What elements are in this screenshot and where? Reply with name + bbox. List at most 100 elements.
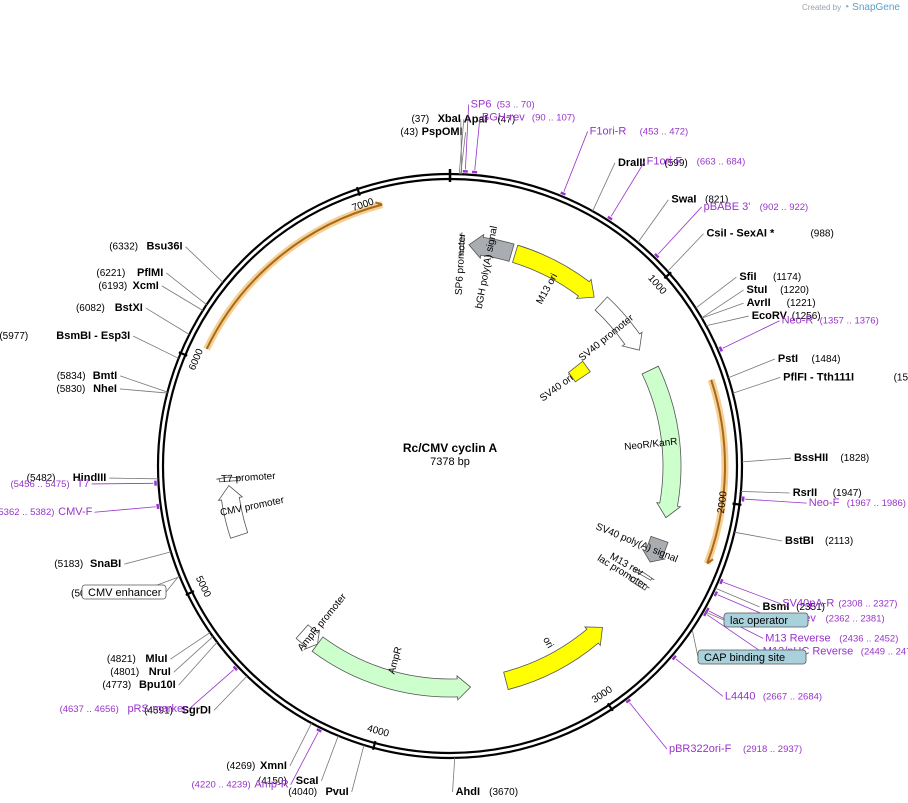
plasmid-name: Rc/CMV cyclin A [403, 441, 498, 455]
site-mlui: MluI(4821) [107, 653, 168, 665]
feature-m13-ori [512, 244, 595, 299]
primer-prs-marker: pRS-marker(4637 .. 4656) [60, 703, 187, 715]
feature-ori [503, 626, 603, 691]
site-position: (6193) [98, 281, 127, 292]
primer-range: (2667 .. 2684) [763, 691, 822, 702]
site-xcmi: XcmI(6193) [98, 280, 159, 292]
site-name: AvrII [747, 297, 771, 309]
orange-arc-1 [706, 379, 726, 564]
tick-6000 [178, 351, 188, 357]
primer-range: (2436 .. 2452) [839, 633, 898, 644]
site-leader-avrii [701, 302, 744, 319]
primer-neo-r: Neo-R(1357 .. 1376) [782, 315, 879, 327]
site-swai: SwaI(821) [671, 194, 728, 206]
site-name: PspOMI [422, 126, 463, 138]
site-ecorv: EcoRV(1256) [752, 310, 821, 322]
site-nhei: NheI(5830) [56, 383, 117, 395]
primer-range: (5362 .. 5382) [0, 507, 54, 518]
site-position: (1174) [773, 272, 801, 283]
feature-cmv-promoter [217, 484, 249, 539]
feature-label-sp6-promoter: SP6 promoter [454, 233, 468, 296]
credit-brand: SnapGene [852, 2, 900, 13]
tick-label-2000: 2000 [716, 490, 730, 514]
site-leader-pflfi-tth111i [732, 376, 781, 394]
site-position: (4269) [226, 761, 255, 772]
site-leader-swai [637, 199, 669, 243]
site-ahdi: AhdI(3670) [456, 786, 519, 798]
site-sgrdi: SgrDI(4591) [144, 704, 211, 716]
feature-sp6-promoter [459, 232, 465, 257]
site-position: (5977) [0, 331, 28, 342]
site-xmni: XmnI (4269) [226, 760, 287, 772]
site-leader-stui [701, 289, 744, 319]
primer-leader-l4440 [675, 658, 724, 697]
site-position: (6082) [76, 303, 105, 314]
site-name: XbaI [438, 113, 461, 125]
primer-range: (453 .. 472) [640, 126, 689, 137]
primer-name: CMV-F [58, 506, 93, 518]
site-bpu10i: Bpu10I (4773) [102, 679, 175, 691]
box-leader-lac-operator [704, 611, 725, 621]
primer-name: SP6 [471, 98, 492, 110]
site-name: Bpu10I [139, 679, 176, 691]
primer-range: (902 .. 922) [760, 202, 809, 213]
primer-leader-pbr322ori-f [629, 702, 668, 750]
site-name: PflMI [137, 267, 163, 279]
site-position: (1220) [780, 285, 809, 296]
site-apai: ApaI(47) [464, 113, 515, 125]
feature-ampr-promoter [295, 624, 321, 651]
site-leader-bsu36i [185, 246, 224, 283]
site-bsshii: BssHII(1828) [794, 452, 869, 464]
feature-ampr [311, 636, 472, 701]
site-position: (2113) [825, 536, 853, 547]
site-name: RsrII [793, 487, 817, 499]
tick-3000 [606, 702, 614, 712]
feature-bgh-poly-a-signal [468, 233, 515, 262]
site-name: SnaBI [90, 558, 121, 570]
primer-mark-prs-marker [232, 665, 238, 672]
primer-leader-prs-marker [188, 669, 235, 710]
primer-range: (2449 .. 2471) [861, 646, 908, 657]
site-name: XmnI [260, 760, 287, 772]
site-leader-rsrii [740, 491, 790, 494]
primer-l4440: L4440(2667 .. 2684) [725, 690, 822, 702]
site-leader-apai [460, 119, 463, 175]
site-position: (2351) [796, 602, 825, 613]
site-name: StuI [746, 284, 767, 296]
site-position: (5183) [54, 559, 83, 570]
site-leader-pvui [351, 744, 365, 793]
orange-arc-0 [205, 203, 383, 350]
site-position: (1828) [840, 453, 869, 464]
site-position: (6332) [109, 242, 138, 253]
orange-arc-head-0 [375, 201, 383, 206]
restriction-sites-layer: PspOMI(43)XbaI(37)ApaI(47)DraIII(599)Swa… [0, 113, 908, 798]
site-leader-snabi [124, 551, 172, 565]
site-position: (4773) [102, 680, 131, 691]
site-position: (6221) [96, 268, 125, 279]
primer-name: Amp-R [254, 779, 288, 791]
primer-f1ori-f: F1ori-F(663 .. 684) [647, 155, 746, 167]
primer-mark-f1ori-f [607, 215, 613, 221]
primer-sv40pa-r: SV40pA-R(2308 .. 2327) [782, 598, 897, 610]
site-leader-bsmi [715, 587, 760, 608]
site-name: NruI [149, 666, 171, 678]
site-psti: PstI(1484) [778, 353, 841, 365]
box-cap-binding-site [697, 649, 807, 665]
primer-leader-t7 [91, 482, 154, 485]
primer-neo-f: Neo-F(1967 .. 1986) [809, 497, 906, 509]
primer-range: (4220 .. 4239) [192, 780, 251, 791]
site-name: AhdI [456, 786, 480, 798]
primer-leader-m13-puc-reverse [706, 614, 762, 652]
primer-range: (2918 .. 2937) [743, 744, 802, 755]
site-bmti: BmtI(5834) [57, 370, 118, 382]
site-leader-sfii [695, 276, 737, 309]
site-csii-sexai: CsiI - SexAI *(988) [706, 228, 833, 240]
primer-name: pBABE 3' [704, 201, 751, 213]
tick-4000 [371, 740, 377, 751]
primer-mark-amp-r [316, 728, 322, 733]
site-leader-xcmi [161, 285, 204, 311]
primer-name: pBR322ori-F [669, 743, 732, 755]
primer-name: SV40pA-R [782, 598, 834, 610]
primer-leader-amp-r [290, 731, 319, 785]
